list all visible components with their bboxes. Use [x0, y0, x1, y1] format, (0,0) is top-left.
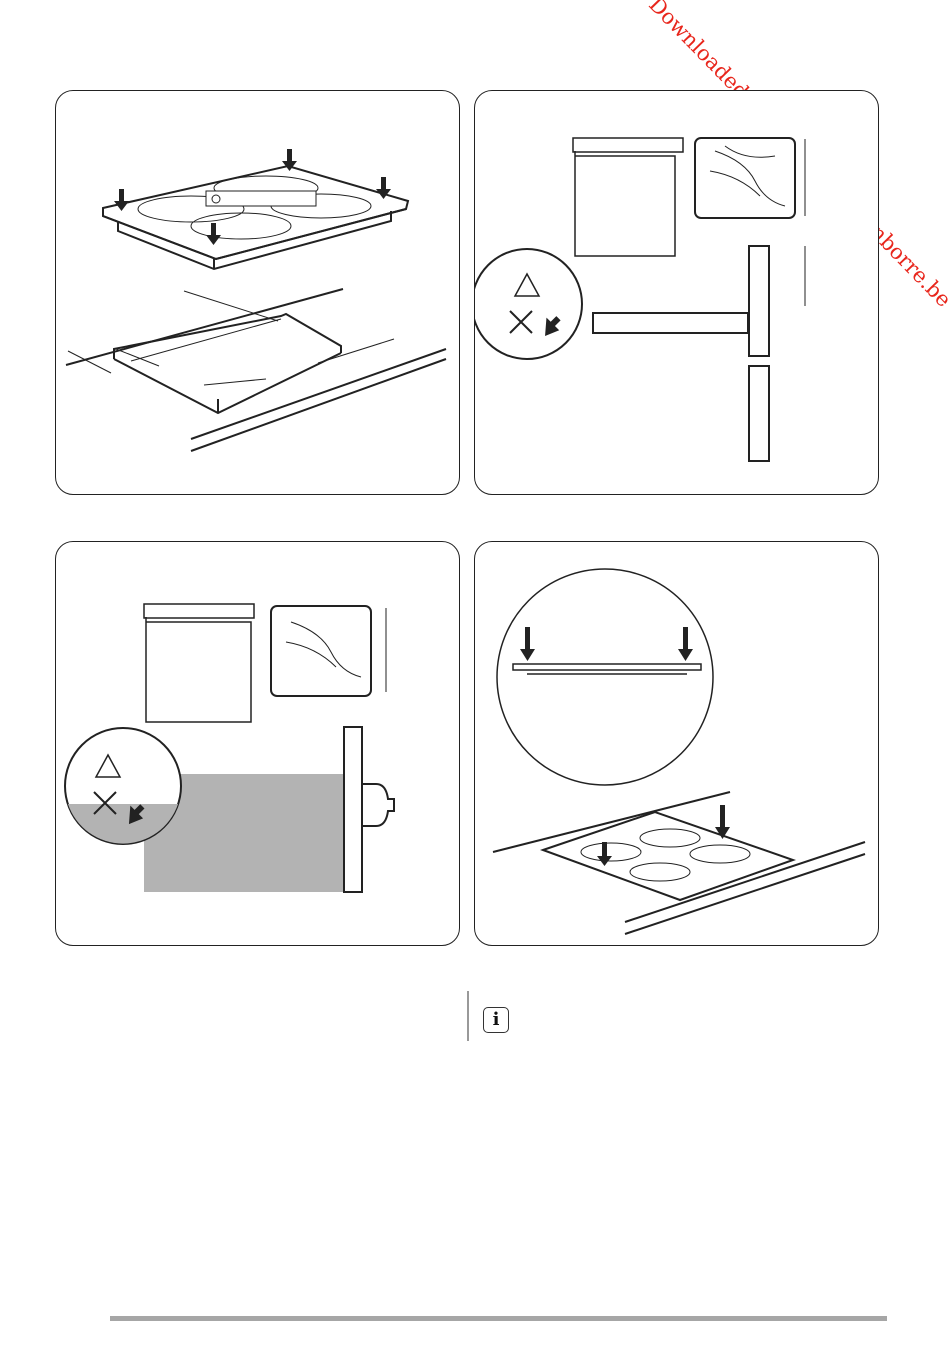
hob-illustration — [102, 164, 410, 271]
wood-panel — [694, 137, 796, 219]
note-divider — [467, 991, 469, 1041]
oven-clearance-figure — [55, 541, 460, 946]
hob-placement-figure — [55, 90, 460, 495]
oven-knob — [361, 783, 395, 827]
arrow-down-icon — [520, 627, 730, 866]
arrow-down-icon — [114, 149, 391, 245]
cross-icon — [509, 310, 533, 334]
zoom-detail-circle — [496, 568, 714, 786]
cutout-illustration — [65, 288, 447, 452]
warning-icon — [513, 272, 541, 297]
footer-bar — [110, 1316, 887, 1321]
cabinet-clearance-figure — [474, 90, 879, 495]
warning-icon — [94, 753, 122, 778]
side-wall — [748, 245, 770, 357]
warning-detail-circle — [475, 248, 583, 360]
cross-icon — [93, 791, 117, 815]
pointer-arrow-icon — [545, 316, 561, 336]
info-icon: i — [483, 1007, 509, 1033]
hob-press-figure — [474, 541, 879, 946]
pointer-arrow-icon — [128, 804, 145, 825]
